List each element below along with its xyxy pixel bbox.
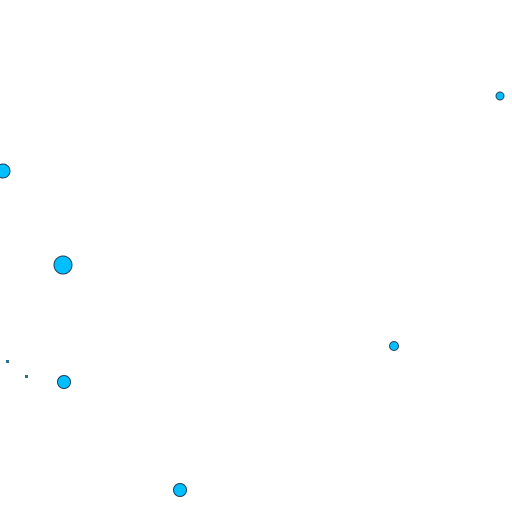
- entity-layer: [0, 91, 505, 497]
- ball-1: [495, 91, 505, 101]
- ball-3: [53, 255, 73, 275]
- ball-2: [0, 163, 11, 179]
- ball-6: [173, 483, 187, 497]
- ball-4: [389, 341, 399, 351]
- pellet-1: [6, 360, 9, 363]
- pellet-2: [25, 375, 28, 378]
- ball-5: [57, 375, 71, 389]
